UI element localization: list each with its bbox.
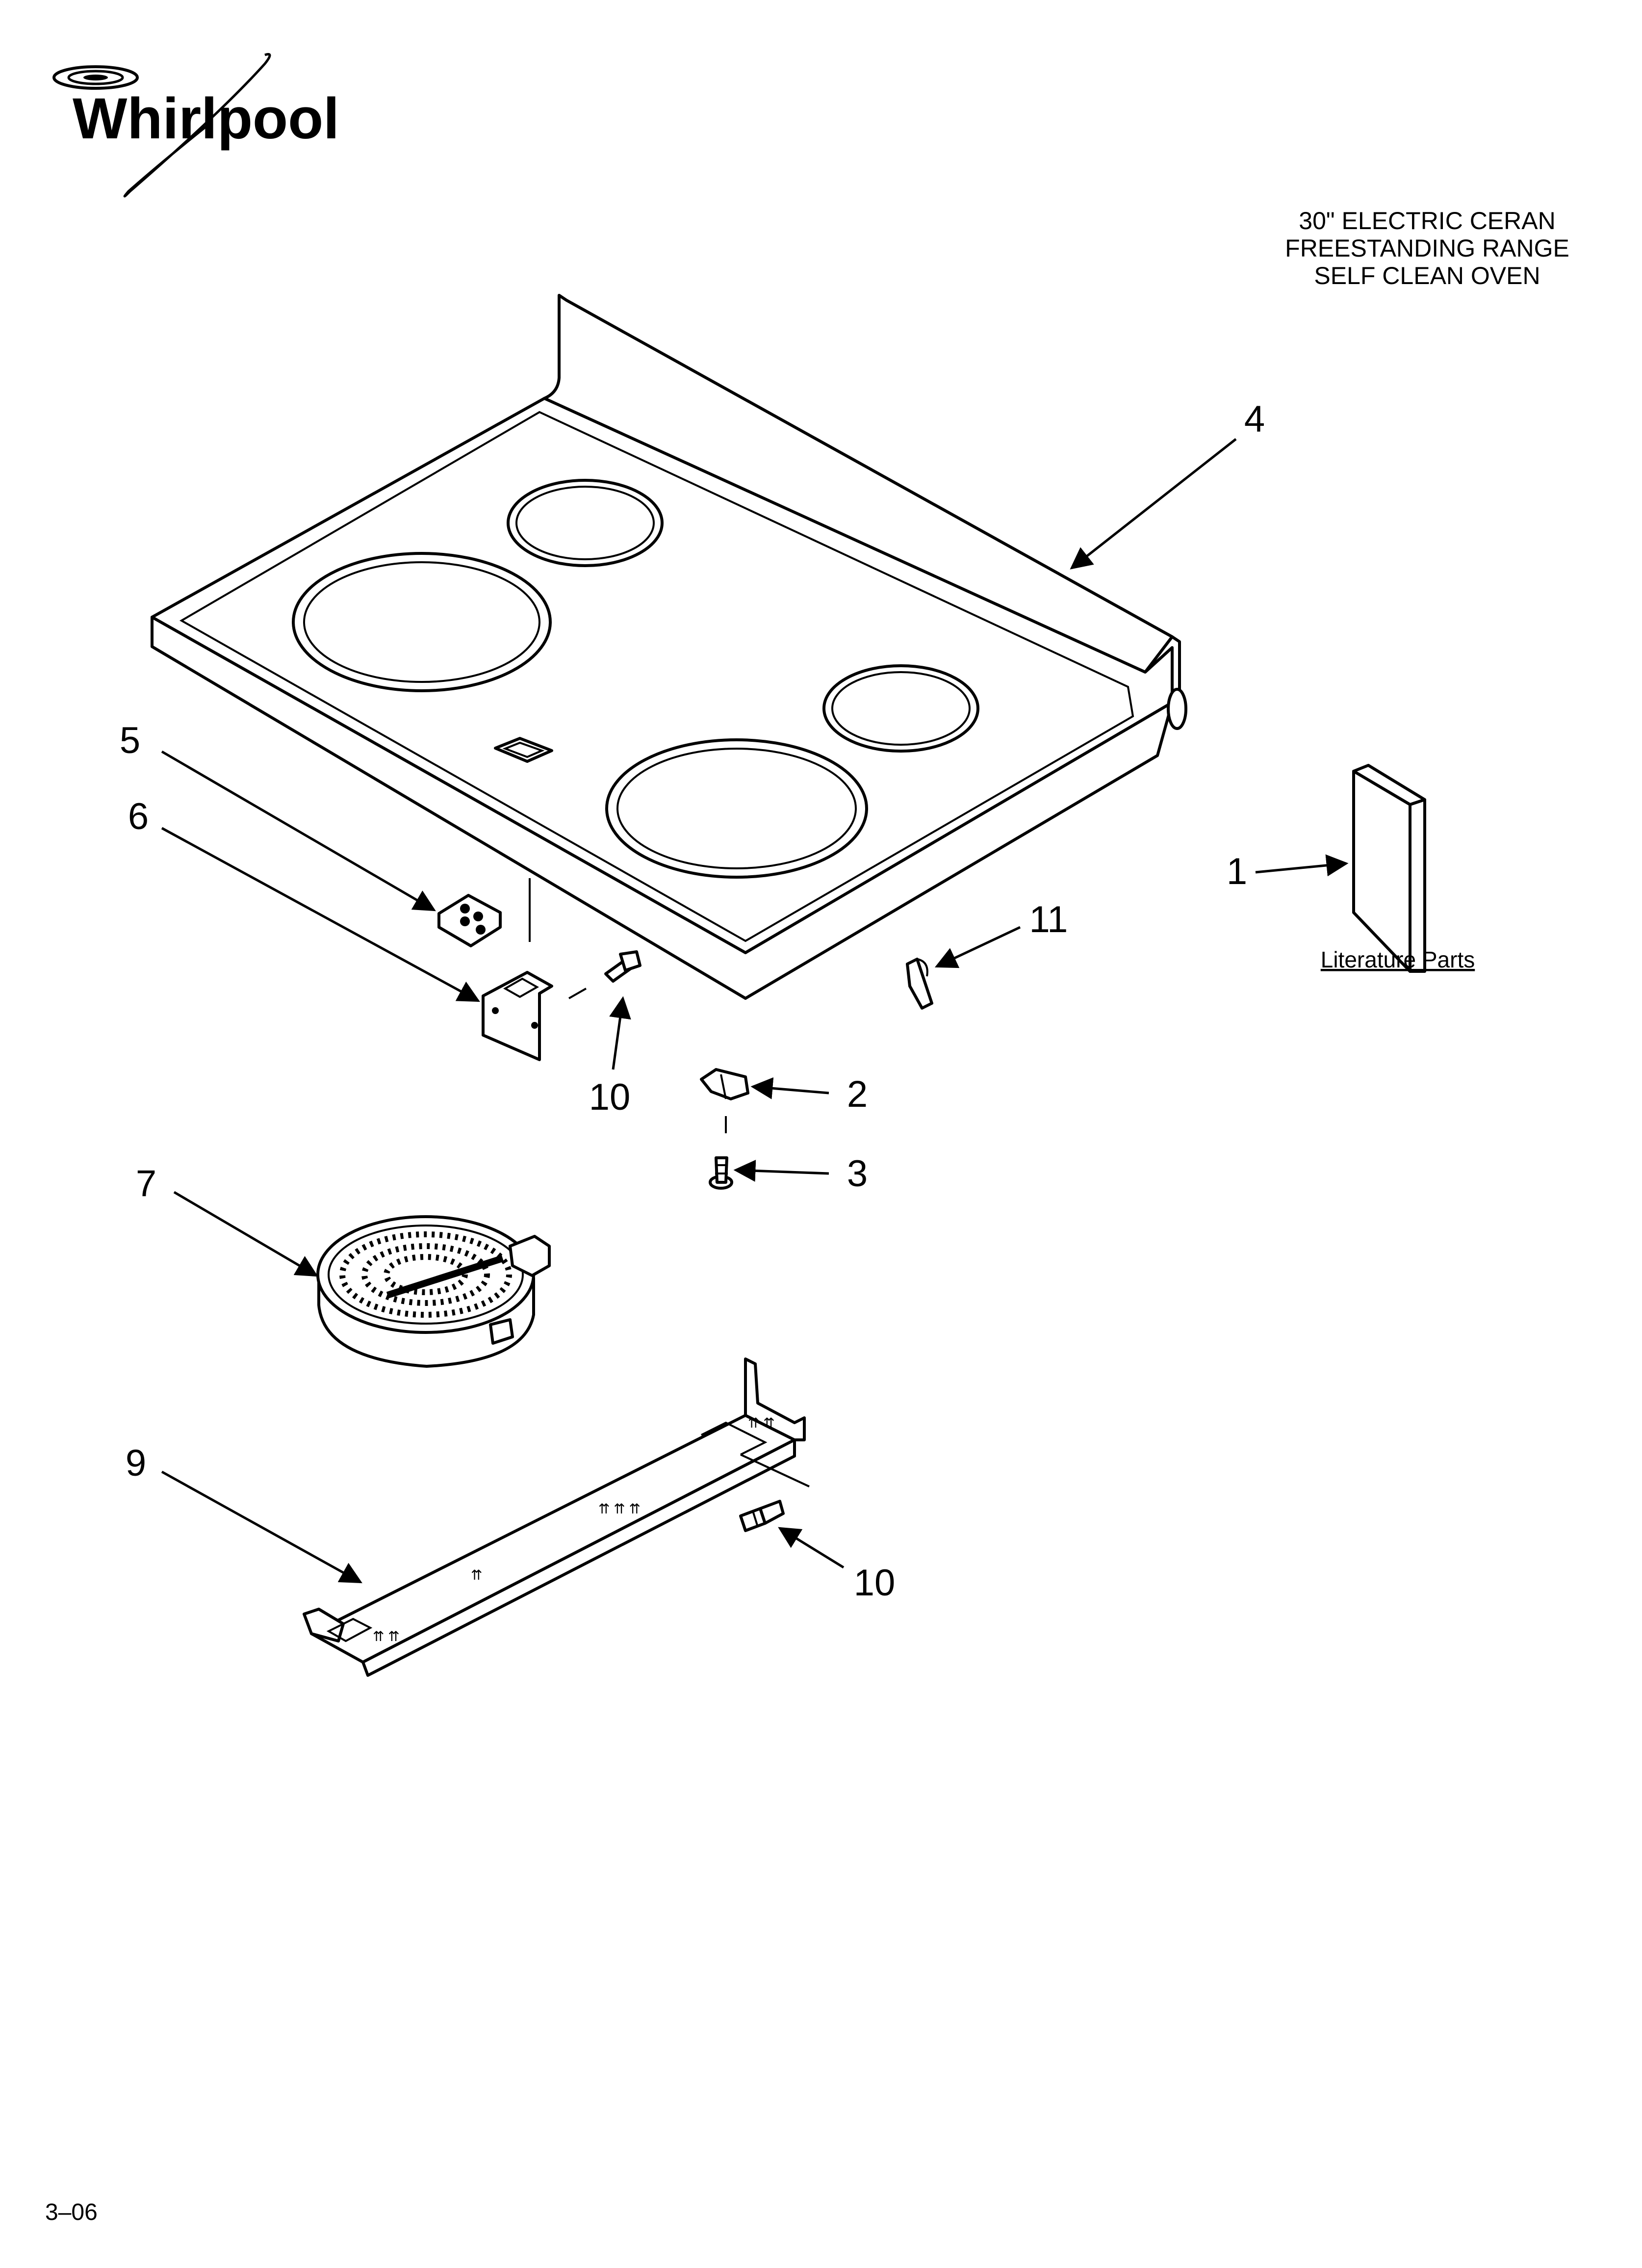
cooktop-drawing [151, 294, 1187, 1000]
callout-10-lower: 10 [854, 1562, 896, 1604]
svg-text:⇈: ⇈ [471, 1567, 482, 1583]
literature-parts-label: Literature Parts [1321, 947, 1475, 972]
callout-7: 7 [136, 1163, 156, 1204]
callout-5: 5 [120, 720, 140, 761]
callout-6: 6 [128, 796, 149, 837]
bracket-drawing [482, 971, 587, 1061]
leader-3 [733, 1160, 829, 1182]
callout-9: 9 [126, 1442, 146, 1484]
screw-drawing [709, 1156, 733, 1190]
leader-10a [609, 996, 631, 1070]
title-line-3: SELF CLEAN OVEN [1314, 262, 1540, 289]
clip-right-drawing [906, 958, 933, 1010]
callout-4: 4 [1244, 398, 1265, 440]
leader-10b [778, 1527, 845, 1569]
leader-6 [161, 827, 480, 1002]
svg-text:⇈ ⇈: ⇈ ⇈ [748, 1415, 775, 1431]
title-line-2: FREESTANDING RANGE [1285, 235, 1569, 262]
leader-9 [161, 1470, 362, 1584]
title-line-1: 30" ELECTRIC CERAN [1299, 207, 1555, 235]
leader-11 [934, 926, 1021, 968]
screw-upper-drawing [604, 950, 641, 983]
screw-lower-drawing [739, 1500, 785, 1532]
support-bar-drawing: ⇈ ⇈ ⇈ ⇈ ⇈ ⇈ ⇈ ⇈ [303, 1357, 810, 1677]
leader-4 [1070, 438, 1237, 570]
callout-10-upper: 10 [589, 1076, 631, 1118]
leader-2 [750, 1077, 829, 1099]
diagram-title: 30" ELECTRIC CERAN FREESTANDING RANGE SE… [1285, 207, 1569, 289]
whirlpool-logo: Whirlpool [52, 53, 339, 198]
svg-text:⇈ ⇈: ⇈ ⇈ [373, 1629, 400, 1644]
callout-2: 2 [847, 1073, 868, 1115]
radiant-element-drawing [316, 1215, 551, 1368]
callout-11: 11 [1029, 899, 1068, 940]
literature-drawing [1352, 764, 1426, 973]
leader-1 [1255, 854, 1349, 877]
logo-wordmark: Whirlpool [73, 86, 339, 151]
terminal-block-drawing [437, 878, 531, 947]
callout-3: 3 [847, 1153, 868, 1195]
svg-text:⇈ ⇈ ⇈: ⇈ ⇈ ⇈ [598, 1501, 641, 1516]
leader-5 [161, 750, 436, 912]
clip-drawing [700, 1068, 749, 1133]
leader-7 [173, 1191, 318, 1277]
footer-code: 3–06 [45, 2199, 98, 2225]
callout-1: 1 [1227, 851, 1247, 892]
